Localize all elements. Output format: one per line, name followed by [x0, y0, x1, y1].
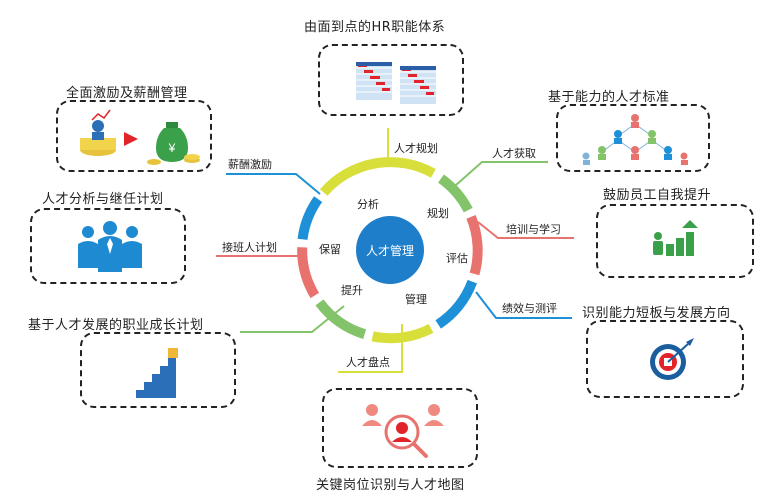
- spoke-xinchou: [226, 173, 321, 195]
- title-gap-direction: 识别能力短板与发展方向: [582, 306, 731, 321]
- box-self-improve: [596, 204, 754, 278]
- spoke-label-jiebanren: 接班人计划: [222, 241, 277, 254]
- ring-label-guihua: 规划: [427, 206, 449, 220]
- spoke-label-xinchou: 薪酬激励: [228, 157, 272, 171]
- ring-label-tisheng: 提升: [341, 284, 363, 297]
- team-icon: [78, 221, 142, 272]
- box-hr-system: [318, 44, 464, 116]
- title-compensation: 全面激励及薪酬管理: [66, 86, 188, 101]
- ring-arc-blue-left: [297, 196, 323, 241]
- spoke-label-rencai-guihua: 人才规划: [394, 141, 438, 155]
- svg-text:¥: ¥: [168, 141, 176, 155]
- center-circle: [356, 216, 424, 284]
- search-people-icon: [362, 404, 444, 458]
- spoke-peixun: [477, 221, 574, 239]
- stairs-icon: [136, 348, 178, 398]
- ring-arc-red-left: [297, 247, 320, 299]
- spoke-label-rencai-huoqu: 人才获取: [492, 146, 536, 160]
- box-succession: [30, 208, 186, 284]
- ring-label-fenxi: 分析: [357, 197, 379, 211]
- title-self-improve: 鼓励员工自我提升: [603, 188, 712, 203]
- title-key-positions: 关键岗位识别与人才地图: [316, 478, 465, 493]
- title-succession: 人才分析与继任计划: [42, 192, 164, 207]
- target-icon: [650, 338, 694, 380]
- title-career-plan: 基于人才发展的职业成长计划: [28, 318, 204, 333]
- money-bag-icon: ¥: [80, 109, 200, 165]
- title-ability-standard: 基于能力的人才标准: [548, 90, 670, 105]
- center-label: 人才管理: [366, 243, 414, 258]
- title-hr-system: 由面到点的HR职能体系: [304, 20, 446, 35]
- spoke-career: [240, 305, 345, 333]
- spoke-jixiao: [475, 291, 572, 319]
- box-career-plan: [80, 332, 236, 408]
- spoke-rencai-guihua: [375, 128, 389, 163]
- ring-label-baoliu: 保留: [319, 242, 341, 256]
- ring-arc-yellow-top: [319, 157, 436, 196]
- ring-arc-blue-right: [435, 279, 477, 329]
- spoke-label-pandian: 人才盘点: [346, 355, 390, 369]
- box-ability-standard: [556, 104, 710, 172]
- ring-label-guanli: 管理: [405, 292, 427, 306]
- ring-label-pinggu: 评估: [446, 252, 468, 265]
- gantt-chart-icon: [356, 62, 436, 104]
- spoke-rencai-huoqu: [455, 161, 548, 186]
- ring-arc-green-bottom: [315, 299, 367, 339]
- box-compensation: ¥: [56, 100, 212, 172]
- spoke-label-peixun: 培训与学习: [506, 222, 561, 236]
- ring-arc-red-right: [466, 214, 483, 276]
- growth-bars-icon: [653, 220, 698, 256]
- box-gap-direction: [586, 320, 744, 398]
- spoke-pandian: [338, 324, 403, 373]
- org-tree-icon: [582, 114, 688, 165]
- ring-arc-green-top-right: [437, 174, 473, 213]
- spoke-label-jixiao: 绩效与测评: [502, 301, 557, 315]
- box-key-positions: [322, 388, 478, 468]
